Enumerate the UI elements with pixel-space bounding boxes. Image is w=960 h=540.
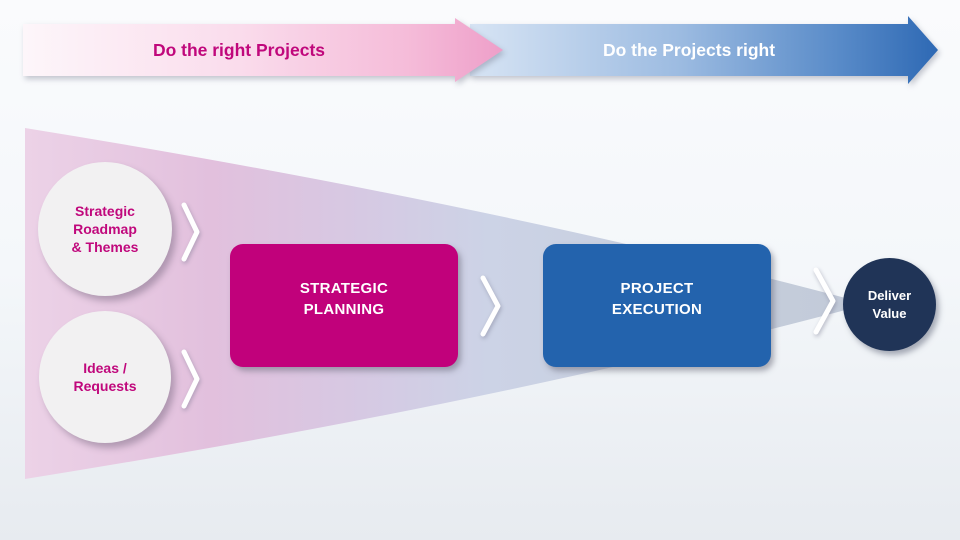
chevron-right-icon <box>480 275 501 337</box>
label-line: Value <box>872 305 907 321</box>
pink-arrow-banner: Do the right Projects <box>23 18 503 82</box>
stage-label-line: PROJECT <box>620 280 694 298</box>
deliver-value-circle: Deliver Value <box>843 258 936 351</box>
blue-arrow-shape <box>470 16 938 84</box>
banner-label-left: Do the right Projects <box>152 39 326 60</box>
chevron-right-icon <box>181 202 200 262</box>
chevron-right-icon <box>813 267 836 335</box>
input-circle-ideas-requests: Ideas / Requests <box>39 311 171 443</box>
stage-label-line: EXECUTION <box>611 300 703 318</box>
input-circle-label: Ideas / Requests <box>73 359 136 395</box>
project-execution-box: PROJECT EXECUTION <box>543 244 771 367</box>
label-line: Deliver <box>867 287 912 303</box>
label-line: Ideas / <box>83 359 127 376</box>
stage-label-line: PLANNING <box>303 300 385 318</box>
banner-label-right: Do the Projects right <box>602 39 776 60</box>
label-line: Roadmap <box>73 220 137 237</box>
input-circle-strategic-roadmap: Strategic Roadmap & Themes <box>38 162 172 296</box>
outcome-label: Deliver Value <box>868 287 911 322</box>
label-line: Strategic <box>75 202 135 219</box>
label-line: & Themes <box>71 239 139 256</box>
stage-label-line: STRATEGIC <box>299 280 389 298</box>
input-circle-label: Strategic Roadmap & Themes <box>72 202 139 257</box>
blue-arrow-banner: Do the Projects right <box>470 16 938 84</box>
pink-arrow-shape <box>23 18 503 82</box>
chevron-right-icon <box>181 349 200 409</box>
strategic-planning-box: STRATEGIC PLANNING <box>230 244 458 367</box>
label-line: Requests <box>73 378 137 394</box>
